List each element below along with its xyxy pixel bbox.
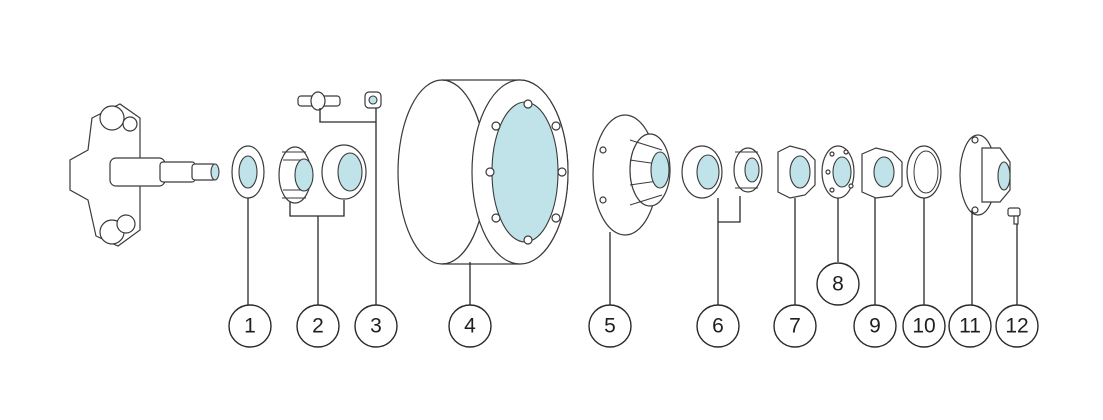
callout-5: 5 <box>588 304 632 348</box>
callout-6-label: 6 <box>712 315 724 338</box>
spindle-assembly <box>69 103 220 247</box>
callout-10: 10 <box>902 304 946 348</box>
part-11-hub-cap <box>959 134 1011 216</box>
callout-9: 9 <box>853 304 897 348</box>
callout-11-label: 11 <box>959 315 981 338</box>
callout-5-label: 5 <box>604 315 616 338</box>
callout-3: 3 <box>354 304 398 348</box>
part-7-hub-nut <box>777 145 816 199</box>
leader-lines <box>247 108 1018 305</box>
part-9-lock-nut <box>861 147 903 199</box>
callout-4: 4 <box>448 304 492 348</box>
callout-8: 8 <box>816 262 860 306</box>
callout-12-label: 12 <box>1005 315 1028 338</box>
callout-8-label: 8 <box>832 273 844 296</box>
callout-1-label: 1 <box>244 315 256 338</box>
callout-4-label: 4 <box>464 315 476 338</box>
callout-7: 7 <box>773 304 817 348</box>
part-5-wheel-hub <box>592 114 671 236</box>
callout-11: 11 <box>948 304 992 348</box>
part-6-outer-bearing <box>681 145 763 199</box>
callout-3-label: 3 <box>370 315 382 338</box>
callout-9-label: 9 <box>869 315 881 338</box>
part-2-bearing <box>278 144 367 204</box>
callout-2: 2 <box>296 304 340 348</box>
part-8-lock-ring <box>821 145 855 199</box>
part-1-seal <box>231 145 265 199</box>
callout-1: 1 <box>228 304 272 348</box>
callout-7-label: 7 <box>789 315 801 338</box>
callout-2-label: 2 <box>312 315 324 338</box>
callout-10-label: 10 <box>912 315 935 338</box>
part-4-brake-drum <box>397 79 569 265</box>
callout-6: 6 <box>696 304 740 348</box>
part-10-gasket <box>906 145 942 199</box>
callout-12: 12 <box>995 304 1039 348</box>
part-12-cap-screw <box>1007 207 1021 225</box>
part-3-stud-and-nut <box>297 91 382 111</box>
